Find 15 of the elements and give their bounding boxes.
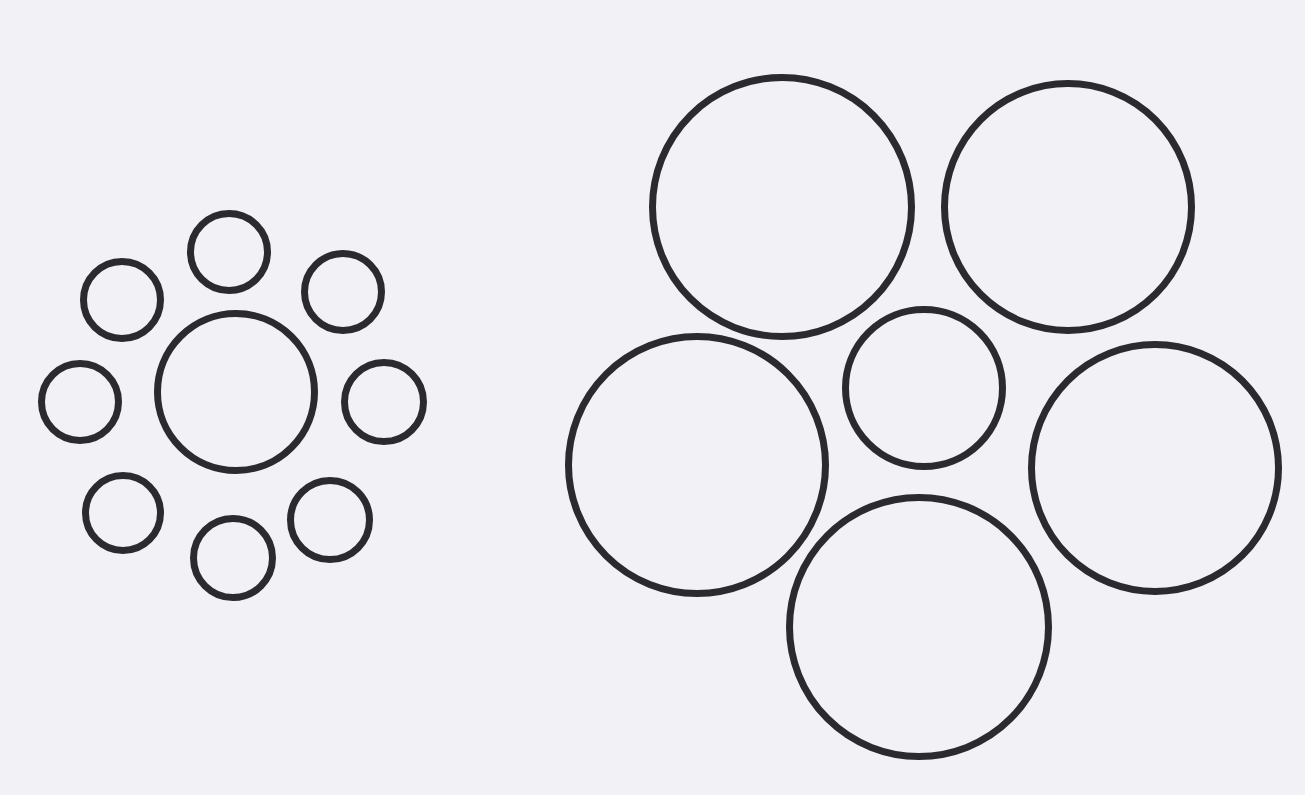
small-circle: [301, 250, 385, 334]
small-circle: [341, 359, 427, 445]
small-circle: [80, 258, 164, 342]
small-circle: [38, 360, 122, 444]
large-circle: [649, 74, 915, 340]
center-circle: [842, 306, 1006, 470]
large-circle: [786, 494, 1052, 760]
large-circle: [1028, 341, 1282, 595]
large-circle: [941, 80, 1195, 334]
small-circle: [82, 472, 164, 554]
small-circle: [190, 515, 276, 601]
small-circle: [287, 477, 373, 563]
small-circle: [187, 210, 271, 294]
large-circle: [565, 333, 829, 597]
center-circle: [154, 310, 318, 474]
